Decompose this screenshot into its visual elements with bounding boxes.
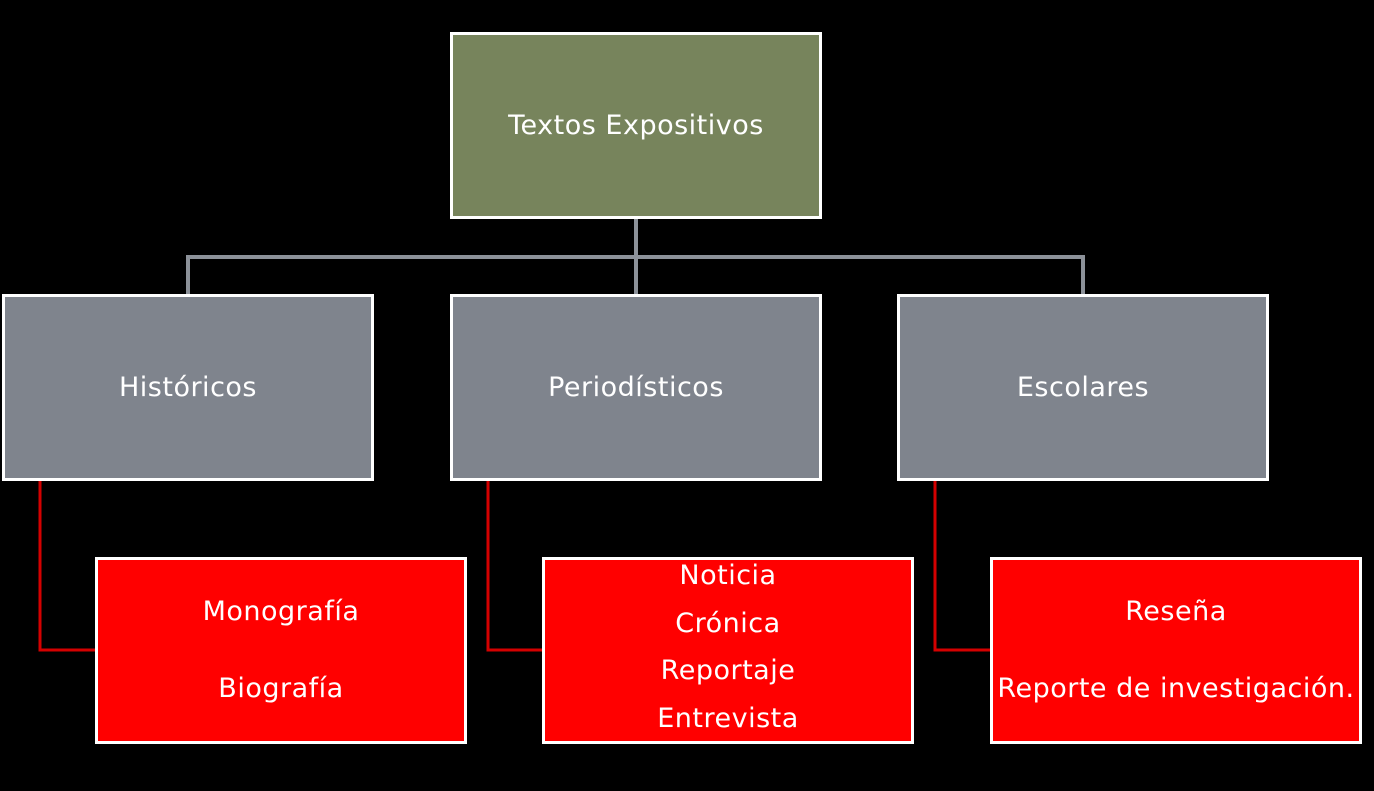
category-label: Periodísticos: [548, 372, 724, 403]
item-label: Entrevista: [657, 702, 799, 734]
root-label: Textos Expositivos: [508, 110, 764, 141]
category-label: Históricos: [118, 372, 257, 403]
item-label: Monografía: [202, 596, 360, 628]
connector-periodisticos-items: [486, 481, 542, 652]
item-label: Noticia: [679, 560, 777, 591]
category-node-escolares: Escolares: [897, 294, 1269, 481]
category-node-periodisticos: Periodísticos: [450, 294, 822, 481]
item-label: Reportaje: [660, 655, 796, 687]
items-node-periodisticos: Noticia Crónica Reportaje Entrevista: [542, 557, 914, 744]
category-node-historicos: Históricos: [2, 294, 374, 481]
item-label: Crónica: [675, 607, 781, 639]
root-node: Textos Expositivos: [450, 32, 822, 219]
item-label: Reporte de investigación.: [997, 672, 1355, 704]
category-label: Escolares: [1016, 372, 1150, 403]
items-node-escolares: Reseña Reporte de investigación.: [990, 557, 1362, 744]
item-label: Reseña: [1125, 596, 1227, 628]
connector-historicos-items: [38, 481, 95, 652]
connector-escolares-items: [933, 481, 990, 652]
items-node-historicos: Monografía Biografía: [95, 557, 467, 744]
item-label: Biografía: [218, 672, 344, 704]
